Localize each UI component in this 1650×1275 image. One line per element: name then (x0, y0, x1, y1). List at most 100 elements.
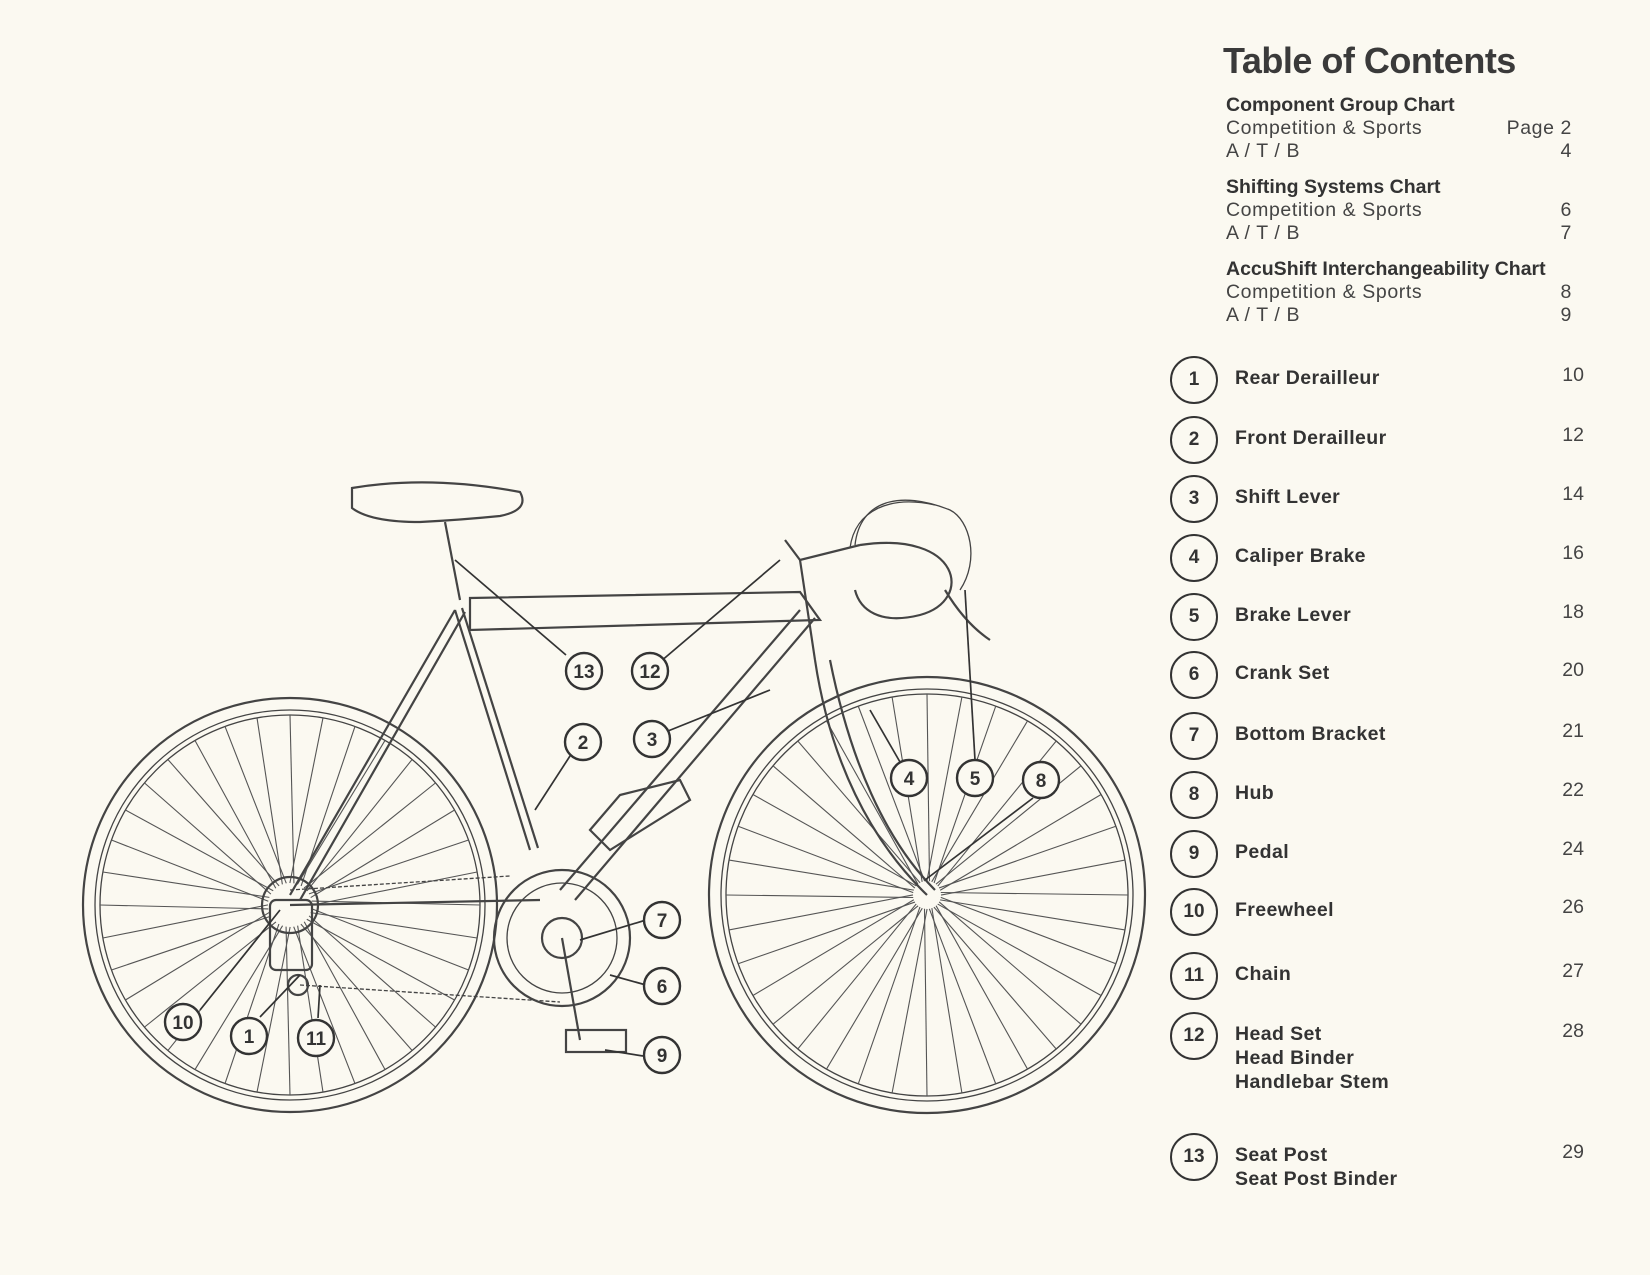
part-names: Caliper Brake (1235, 544, 1366, 568)
callout-7[interactable]: 7 (644, 902, 680, 938)
part-name: Seat Post (1235, 1143, 1397, 1167)
part-row-freewheel[interactable]: 10 Freewheel 26 (1170, 888, 1584, 940)
part-names: Freewheel (1235, 898, 1334, 922)
part-names: Chain (1235, 962, 1291, 986)
spoke (753, 900, 914, 996)
spoke (103, 872, 269, 897)
callout-6[interactable]: 6 (644, 968, 680, 1004)
toc-line-label: A / T / B (1226, 222, 1300, 245)
toc-line-label: A / T / B (1226, 304, 1300, 327)
callout-label: 12 (639, 662, 660, 683)
callout-label: 9 (657, 1046, 668, 1067)
toc-line[interactable]: Competition & Sports 8 (1226, 281, 1572, 304)
toc-line-label: Competition & Sports (1226, 117, 1422, 140)
callout-label: 8 (1036, 771, 1047, 792)
spoke (927, 694, 930, 881)
callout-12[interactable]: 12 (632, 653, 668, 689)
part-page: 21 (1562, 720, 1584, 743)
part-name: Head Set (1235, 1022, 1389, 1046)
chainring (494, 870, 630, 1052)
callout-5[interactable]: 5 (957, 760, 993, 796)
spoke (936, 906, 1027, 1069)
part-row-hub[interactable]: 8 Hub 22 (1170, 771, 1584, 823)
part-row-front-derailleur[interactable]: 2 Front Derailleur 12 (1170, 416, 1584, 468)
spoke (941, 897, 1116, 963)
toc-line-page: Page 2 (1507, 117, 1572, 140)
part-row-seat-post[interactable]: 13 Seat Post Seat Post Binder 29 (1170, 1133, 1584, 1185)
callout-label: 6 (657, 977, 668, 998)
toc-section-component-group[interactable]: Component Group Chart Competition & Spor… (1226, 94, 1572, 163)
part-row-rear-derailleur[interactable]: 1 Rear Derailleur 10 (1170, 356, 1584, 408)
toc-section-heading: Component Group Chart (1226, 94, 1572, 117)
callout-9[interactable]: 9 (644, 1037, 680, 1073)
part-name: Caliper Brake (1235, 544, 1366, 568)
part-row-caliper-brake[interactable]: 4 Caliper Brake 16 (1170, 534, 1584, 586)
part-name: Hub (1235, 781, 1274, 805)
part-names: Bottom Bracket (1235, 722, 1386, 746)
part-number-badge: 4 (1170, 534, 1218, 582)
part-name: Pedal (1235, 840, 1289, 864)
callout-label: 11 (306, 1029, 327, 1050)
part-name: Rear Derailleur (1235, 366, 1380, 390)
callout-8[interactable]: 8 (1023, 762, 1059, 798)
part-page: 14 (1562, 483, 1584, 506)
spoke (932, 908, 962, 1093)
part-row-chain[interactable]: 11 Chain 27 (1170, 952, 1584, 1004)
toc-line[interactable]: A / T / B 9 (1226, 304, 1572, 327)
part-row-bottom-bracket[interactable]: 7 Bottom Bracket 21 (1170, 712, 1584, 764)
callout-4[interactable]: 4 (891, 760, 927, 796)
spoke (934, 907, 1056, 1049)
toc-title: Table of Contents (1223, 40, 1516, 82)
callout-2[interactable]: 2 (565, 724, 601, 760)
toc-line-label: Competition & Sports (1226, 199, 1422, 222)
callout-label: 13 (573, 662, 594, 683)
spoke (938, 904, 1101, 995)
callout-1[interactable]: 1 (231, 1018, 267, 1054)
part-names: Seat Post Seat Post Binder (1235, 1143, 1397, 1191)
spoke (257, 927, 290, 1092)
spoke (940, 900, 1125, 930)
callout-13[interactable]: 13 (566, 653, 602, 689)
bicycle-frame (290, 560, 935, 905)
part-page: 27 (1562, 960, 1584, 983)
part-page: 29 (1562, 1141, 1584, 1164)
toc-line-page: 9 (1561, 304, 1572, 327)
part-row-brake-lever[interactable]: 5 Brake Lever 18 (1170, 593, 1584, 645)
callout-3[interactable]: 3 (634, 721, 670, 757)
spoke (729, 860, 914, 890)
part-row-shift-lever[interactable]: 3 Shift Lever 14 (1170, 475, 1584, 527)
toc-section-shifting-systems[interactable]: Shifting Systems Chart Competition & Spo… (1226, 176, 1572, 245)
part-row-head-set[interactable]: 12 Head Set Head Binder Handlebar Stem 2… (1170, 1012, 1584, 1064)
spoke (290, 715, 294, 883)
toc-line-page: 8 (1561, 281, 1572, 304)
toc-line-label: Competition & Sports (1226, 281, 1422, 304)
part-row-pedal[interactable]: 9 Pedal 24 (1170, 830, 1584, 882)
spoke (297, 740, 385, 884)
part-name: Handlebar Stem (1235, 1070, 1389, 1094)
spoke (932, 721, 1028, 882)
part-names: Pedal (1235, 840, 1289, 864)
spoke (827, 908, 923, 1069)
part-number-badge: 5 (1170, 593, 1218, 641)
toc-line-label: A / T / B (1226, 140, 1300, 163)
bottle-cage (590, 780, 690, 850)
callout-label: 3 (647, 730, 658, 751)
part-page: 28 (1562, 1020, 1584, 1043)
part-name: Freewheel (1235, 898, 1334, 922)
toc-section-accushift[interactable]: AccuShift Interchangeability Chart Compe… (1226, 258, 1572, 327)
spoke (929, 909, 995, 1084)
part-names: Head Set Head Binder Handlebar Stem (1235, 1022, 1389, 1094)
toc-line[interactable]: Competition & Sports Page 2 (1226, 117, 1572, 140)
callout-10[interactable]: 10 (165, 1004, 201, 1040)
part-number-badge: 2 (1170, 416, 1218, 464)
part-page: 18 (1562, 601, 1584, 624)
spoke (257, 718, 282, 884)
spoke (103, 905, 268, 938)
spoke (286, 927, 290, 1095)
callout-label: 2 (578, 733, 589, 754)
callout-11[interactable]: 11 (298, 1020, 334, 1056)
part-row-crank-set[interactable]: 6 Crank Set 20 (1170, 651, 1584, 703)
